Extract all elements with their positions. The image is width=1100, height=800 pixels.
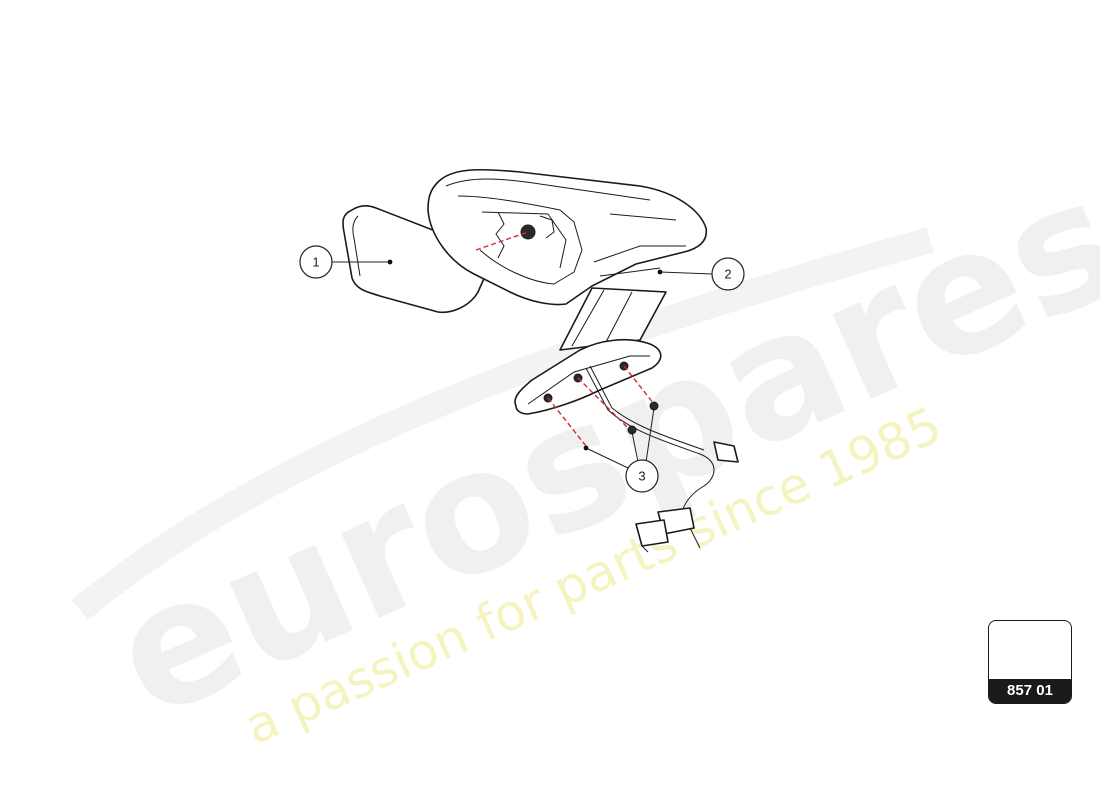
connector-plug — [635, 519, 669, 547]
callout-3-label: 3 — [638, 469, 645, 484]
callout-1-anchor-dot — [387, 259, 393, 265]
callout-3-anchor-dot — [583, 445, 589, 451]
diagram-reference-code: 857 01 — [989, 679, 1071, 703]
callout-3-circle — [625, 459, 659, 493]
callout-3: 3 — [583, 407, 659, 493]
assembly-guides — [475, 231, 655, 447]
callout-2: 2 — [657, 257, 745, 291]
callout-1: 1 — [299, 245, 393, 279]
callout-3-leader-c — [645, 407, 655, 463]
diagram-reference-badge: 857 01 — [988, 620, 1072, 704]
callout-3-leader-b — [631, 431, 639, 463]
callout-1-label: 1 — [312, 255, 319, 270]
watermark-swoosh — [71, 227, 934, 621]
callout-2-circle — [711, 257, 745, 291]
callout-1-circle — [299, 245, 333, 279]
mirror-housing-part — [427, 168, 739, 553]
callout-2-anchor-dot — [657, 269, 663, 275]
callout-2-label: 2 — [724, 267, 731, 282]
mirror-glass-part — [342, 205, 489, 314]
callout-2-leader — [659, 271, 713, 275]
adjuster-pivot — [520, 224, 536, 240]
connector-plug — [713, 441, 739, 463]
callout-3-leader-a — [585, 447, 629, 469]
